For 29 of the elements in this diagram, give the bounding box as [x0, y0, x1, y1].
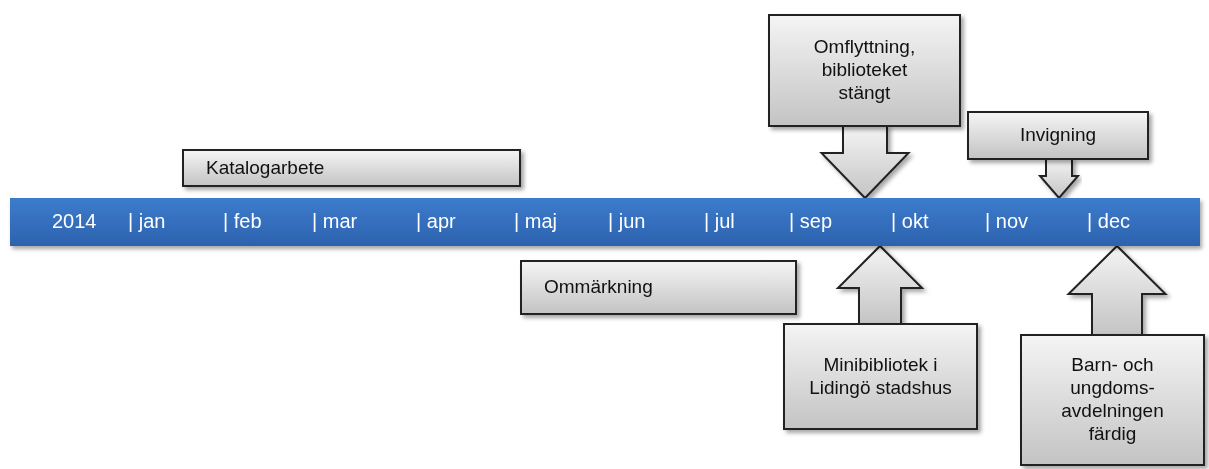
- month-label: | apr: [416, 210, 456, 233]
- block-arrow: [819, 125, 911, 200]
- month-label: 2014: [52, 210, 97, 233]
- callout-text: Katalogarbete: [206, 156, 325, 180]
- month-label: | okt: [891, 210, 929, 233]
- month-label: | jul: [704, 210, 735, 233]
- month-label: | feb: [223, 210, 262, 233]
- month-label: | jun: [608, 210, 646, 233]
- callout-text: Barn- och ungdoms- avdelningen färdig: [1060, 354, 1165, 446]
- callout-box: [783, 323, 978, 430]
- callout-text: Minibibliotek i Lidingö stadshus: [808, 353, 953, 400]
- month-label: | nov: [985, 210, 1028, 233]
- block-arrow: [835, 244, 925, 325]
- block-arrow: [1037, 158, 1081, 200]
- task-box: [520, 260, 797, 315]
- callout-text: Omflyttning, biblioteket stängt: [812, 36, 917, 105]
- callout-box: [967, 111, 1149, 160]
- month-label: | maj: [514, 210, 557, 233]
- callout-box: [768, 14, 961, 127]
- month-label: | mar: [312, 210, 358, 233]
- callout-box: [1020, 334, 1205, 466]
- month-label: | dec: [1087, 210, 1130, 233]
- timeline-bar: [10, 198, 1200, 246]
- callout-text: Invigning: [1018, 124, 1098, 147]
- block-arrow: [1066, 244, 1168, 336]
- month-label: | sep: [789, 210, 832, 233]
- task-box: [182, 149, 521, 187]
- month-label: | jan: [128, 210, 166, 233]
- callout-text: Ommärkning: [544, 276, 653, 299]
